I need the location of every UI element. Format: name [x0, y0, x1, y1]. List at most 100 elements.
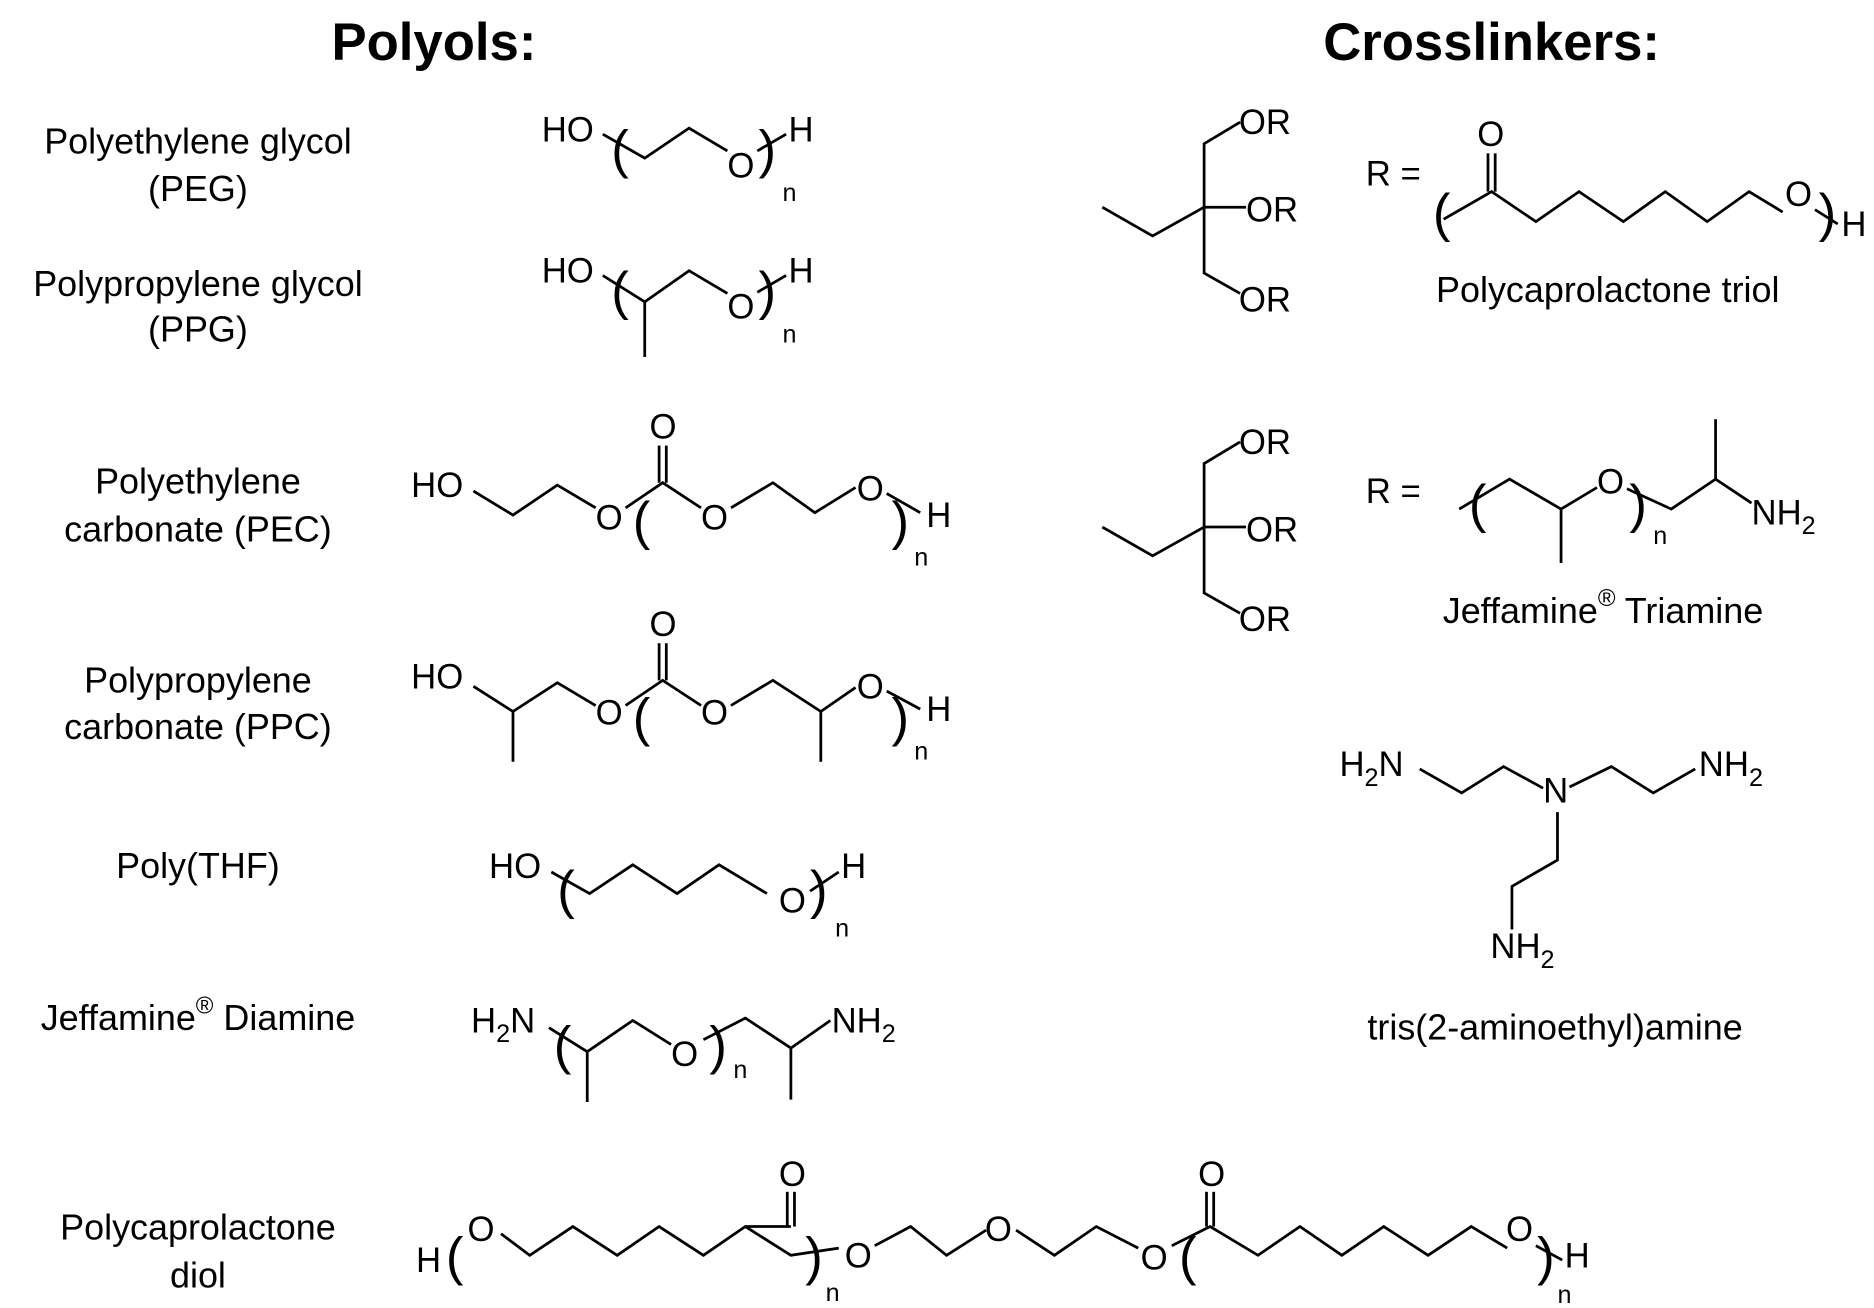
svg-text:NH2: NH2: [1752, 495, 1816, 541]
pcl-triol-r-group: R = ( O O ) H: [1366, 116, 1867, 244]
jeffamine-diamine-name: Jeffamine® Diamine: [41, 992, 355, 1038]
svg-text:(: (: [1179, 1227, 1197, 1286]
svg-text:OR: OR: [1246, 511, 1298, 549]
pcl-diol-name-2: diol: [170, 1255, 226, 1296]
svg-text:OR: OR: [1246, 192, 1298, 230]
svg-text:n: n: [782, 321, 796, 349]
pcl-diol-name: Polycaprolactone: [60, 1207, 336, 1248]
svg-text:): ): [709, 1017, 727, 1076]
svg-text:): ): [759, 121, 777, 180]
svg-text:O: O: [1198, 1156, 1225, 1194]
ppc-abbr: carbonate (PPC): [64, 706, 332, 747]
pthf-name: Poly(THF): [116, 845, 280, 886]
pec-abbr: carbonate (PEC): [64, 508, 332, 549]
svg-text:HO: HO: [411, 467, 463, 505]
svg-text:n: n: [835, 915, 849, 943]
svg-text:(: (: [1433, 184, 1451, 243]
svg-text:O: O: [596, 499, 623, 537]
svg-text:): ): [891, 492, 909, 551]
svg-text:OR: OR: [1239, 104, 1291, 142]
svg-text:OR: OR: [1239, 281, 1291, 319]
ppg-name: Polypropylene glycol: [33, 263, 362, 304]
svg-text:OR: OR: [1239, 424, 1291, 462]
svg-text:n: n: [826, 1279, 840, 1307]
svg-text:(: (: [557, 861, 575, 920]
jeffamine-triamine-r-group: R = ( O ) n NH2: [1366, 419, 1816, 563]
jeffamine-triamine-name: Jeffamine® Triamine: [1443, 585, 1763, 631]
svg-text:H: H: [416, 1242, 441, 1280]
svg-text:HO: HO: [542, 111, 594, 149]
svg-text:): ): [805, 1227, 823, 1286]
taea-name: tris(2-aminoethyl)amine: [1367, 1007, 1742, 1048]
svg-text:H2N: H2N: [471, 1003, 535, 1049]
svg-text:O: O: [1597, 463, 1624, 501]
svg-text:NH2: NH2: [1490, 928, 1554, 974]
ppc-name: Polypropylene: [84, 659, 312, 700]
svg-text:(: (: [446, 1227, 464, 1286]
polyols-heading: Polyols:: [331, 13, 536, 72]
svg-text:H: H: [788, 111, 813, 149]
svg-text:): ): [759, 262, 777, 321]
svg-text:): ): [891, 688, 909, 747]
svg-text:O: O: [467, 1211, 494, 1249]
svg-text:O: O: [857, 668, 884, 706]
svg-text:H: H: [788, 253, 813, 291]
svg-text:O: O: [596, 695, 623, 733]
peg-structure: HO ( O ) H n: [542, 111, 814, 207]
svg-text:R =: R =: [1366, 156, 1421, 194]
jeffamine-diamine-structure: H2N ( O ) n NH2: [471, 1003, 896, 1102]
svg-text:O: O: [701, 695, 728, 733]
svg-text:O: O: [845, 1237, 872, 1275]
taea-structure: H2N N NH2 NH2: [1339, 746, 1762, 974]
svg-text:O: O: [1506, 1211, 1533, 1249]
svg-text:H: H: [1565, 1237, 1590, 1275]
pthf-structure: HO ( O ) H n: [489, 848, 866, 943]
svg-text:O: O: [1477, 116, 1504, 154]
triamine-core-structure: OR OR OR: [1101, 424, 1298, 639]
svg-text:HO: HO: [411, 659, 463, 697]
svg-text:O: O: [671, 1036, 698, 1074]
ppg-structure: HO ( O ) H n: [542, 253, 814, 357]
svg-text:n: n: [782, 179, 796, 207]
crosslinkers-heading: Crosslinkers:: [1323, 13, 1660, 72]
svg-text:O: O: [1785, 176, 1812, 214]
svg-text:O: O: [779, 1156, 806, 1194]
svg-text:R =: R =: [1366, 473, 1421, 511]
svg-text:(: (: [611, 121, 629, 180]
svg-text:n: n: [733, 1056, 747, 1084]
svg-text:O: O: [779, 883, 806, 921]
pcl-diol-structure: H ( O O ) n O O O ( O O ) H n: [416, 1156, 1590, 1308]
triol-core-structure: OR OR OR: [1101, 104, 1298, 319]
svg-text:n: n: [914, 737, 928, 765]
pcl-triol-name: Polycaprolactone triol: [1436, 269, 1779, 310]
svg-text:NH2: NH2: [1699, 746, 1763, 792]
svg-text:O: O: [1141, 1240, 1168, 1278]
svg-text:(: (: [633, 492, 651, 551]
svg-text:n: n: [914, 543, 928, 571]
svg-text:O: O: [701, 499, 728, 537]
svg-text:(: (: [554, 1017, 572, 1076]
svg-text:O: O: [650, 606, 677, 644]
svg-text:OR: OR: [1239, 601, 1291, 639]
peg-abbr: (PEG): [148, 168, 248, 209]
svg-text:O: O: [650, 408, 677, 446]
svg-text:O: O: [727, 289, 754, 327]
svg-text:(: (: [1469, 475, 1487, 534]
svg-text:(: (: [633, 688, 651, 747]
svg-text:H: H: [926, 497, 951, 535]
svg-text:HO: HO: [542, 253, 594, 291]
svg-text:H: H: [841, 848, 866, 886]
svg-text:n: n: [1557, 1281, 1571, 1308]
svg-text:): ): [1819, 184, 1837, 243]
svg-text:HO: HO: [489, 848, 541, 886]
svg-text:NH2: NH2: [832, 1003, 896, 1049]
ppg-abbr: (PPG): [148, 308, 248, 349]
svg-text:): ): [1629, 475, 1647, 534]
svg-text:H: H: [926, 691, 951, 729]
svg-text:O: O: [727, 147, 754, 185]
svg-text:): ): [1537, 1227, 1555, 1286]
pec-name: Polyethylene: [95, 460, 301, 501]
svg-text:O: O: [985, 1211, 1012, 1249]
svg-text:N: N: [1543, 773, 1568, 811]
svg-text:H2N: H2N: [1339, 746, 1403, 792]
